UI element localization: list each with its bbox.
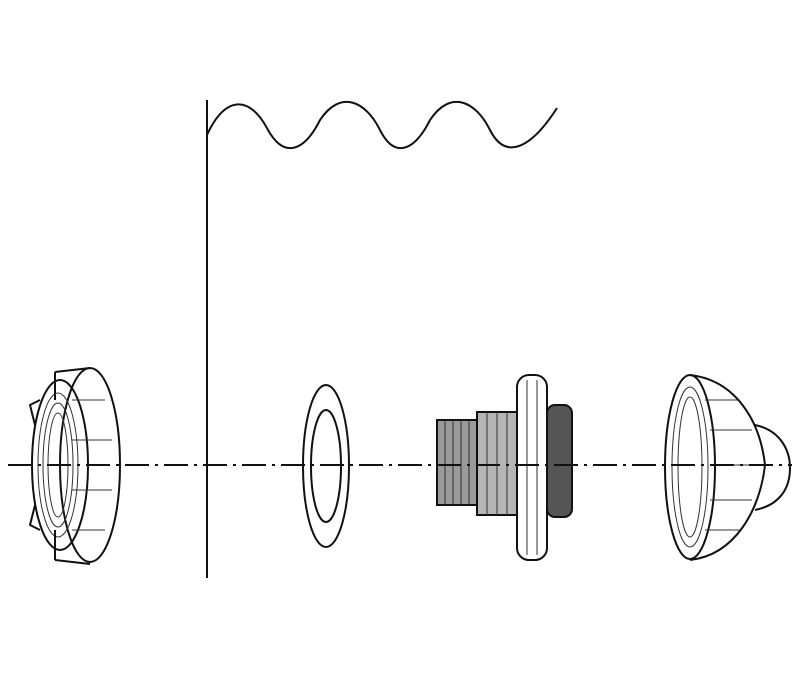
water-surface-wave — [206, 100, 558, 150]
fitting-body — [436, 374, 573, 561]
return-cover — [664, 374, 792, 561]
